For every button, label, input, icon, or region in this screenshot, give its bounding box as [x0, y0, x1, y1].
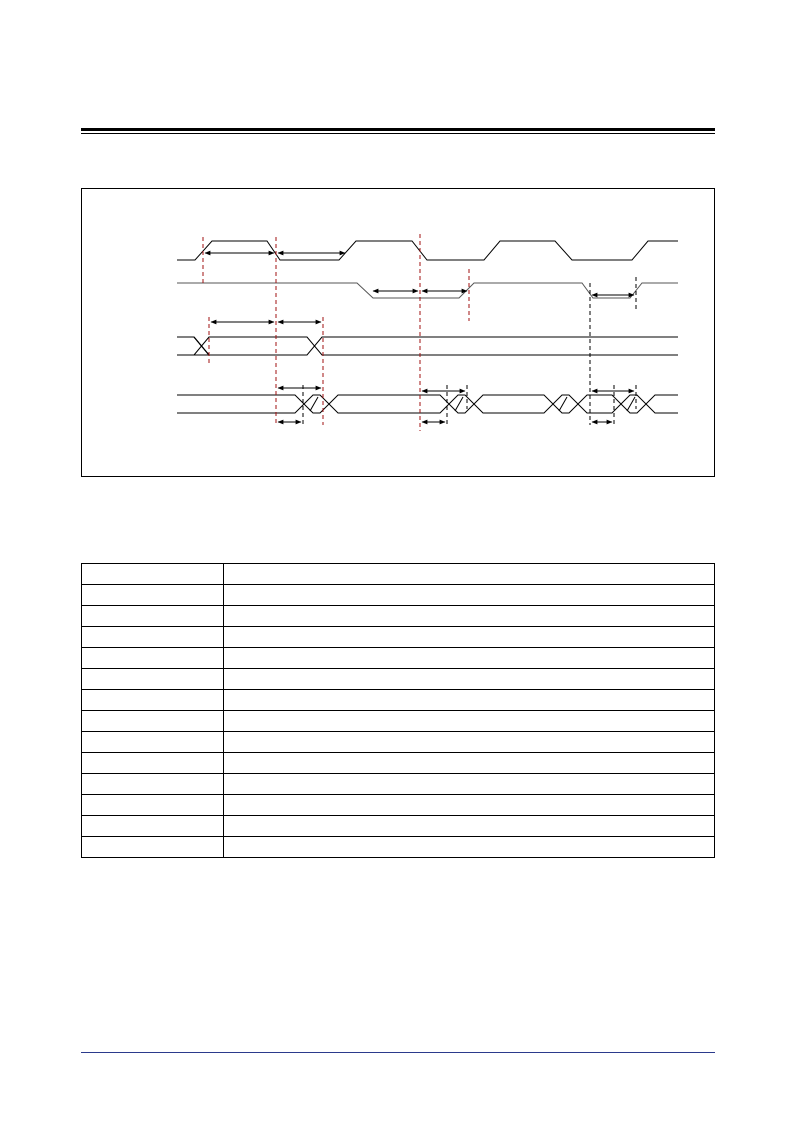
- table-cell-parameter: [81, 689, 224, 711]
- table-cell-description: [223, 836, 715, 858]
- table-cell-description: [223, 626, 715, 648]
- waveform-signal-3: [177, 336, 678, 356]
- table-cell-parameter: [81, 773, 224, 795]
- table-row: [81, 584, 715, 606]
- table-row: [81, 731, 715, 753]
- table-row: [81, 605, 715, 627]
- table-row: [81, 752, 715, 774]
- table-cell-parameter: [81, 710, 224, 732]
- header-rule-thin: [81, 133, 715, 134]
- table-row: [81, 668, 715, 690]
- table-cell-parameter: [81, 815, 224, 837]
- table-row: [81, 563, 715, 585]
- table-row: [81, 794, 715, 816]
- table-cell-parameter: [81, 647, 224, 669]
- timing-parameter-table: [81, 563, 715, 858]
- table-cell-description: [223, 647, 715, 669]
- table-cell-parameter: [81, 668, 224, 690]
- table-row: [81, 773, 715, 795]
- table-cell-description: [223, 605, 715, 627]
- table-cell-description: [223, 689, 715, 711]
- table-cell-description: [223, 815, 715, 837]
- table-cell-description: [223, 584, 715, 606]
- table-row: [81, 689, 715, 711]
- table-cell-parameter: [81, 626, 224, 648]
- table-cell-parameter: [81, 584, 224, 606]
- table-cell-parameter: [81, 563, 224, 585]
- table-row: [81, 815, 715, 837]
- waveform-signal-2: [177, 282, 678, 299]
- table-row: [81, 836, 715, 858]
- timing-arrows: [204, 250, 635, 425]
- footer-rule: [81, 1052, 715, 1053]
- timing-markers-black: [302, 277, 637, 425]
- table-cell-description: [223, 668, 715, 690]
- table-cell-description: [223, 731, 715, 753]
- timing-markers-red: [202, 234, 470, 431]
- table-cell-parameter: [81, 605, 224, 627]
- table-cell-description: [223, 794, 715, 816]
- waveform-signal-4: [177, 394, 678, 414]
- header-rule-thick: [81, 128, 715, 131]
- table-cell-parameter: [81, 836, 224, 858]
- timing-diagram: [177, 234, 678, 431]
- timing-diagram-frame: [81, 188, 715, 477]
- table-cell-description: [223, 710, 715, 732]
- table-row: [81, 710, 715, 732]
- table-cell-description: [223, 563, 715, 585]
- table-cell-description: [223, 773, 715, 795]
- table-cell-parameter: [81, 731, 224, 753]
- table-cell-parameter: [81, 752, 224, 774]
- table-cell-description: [223, 752, 715, 774]
- table-row: [81, 626, 715, 648]
- table-row: [81, 647, 715, 669]
- waveform-signal-1: [177, 240, 678, 261]
- table-cell-parameter: [81, 794, 224, 816]
